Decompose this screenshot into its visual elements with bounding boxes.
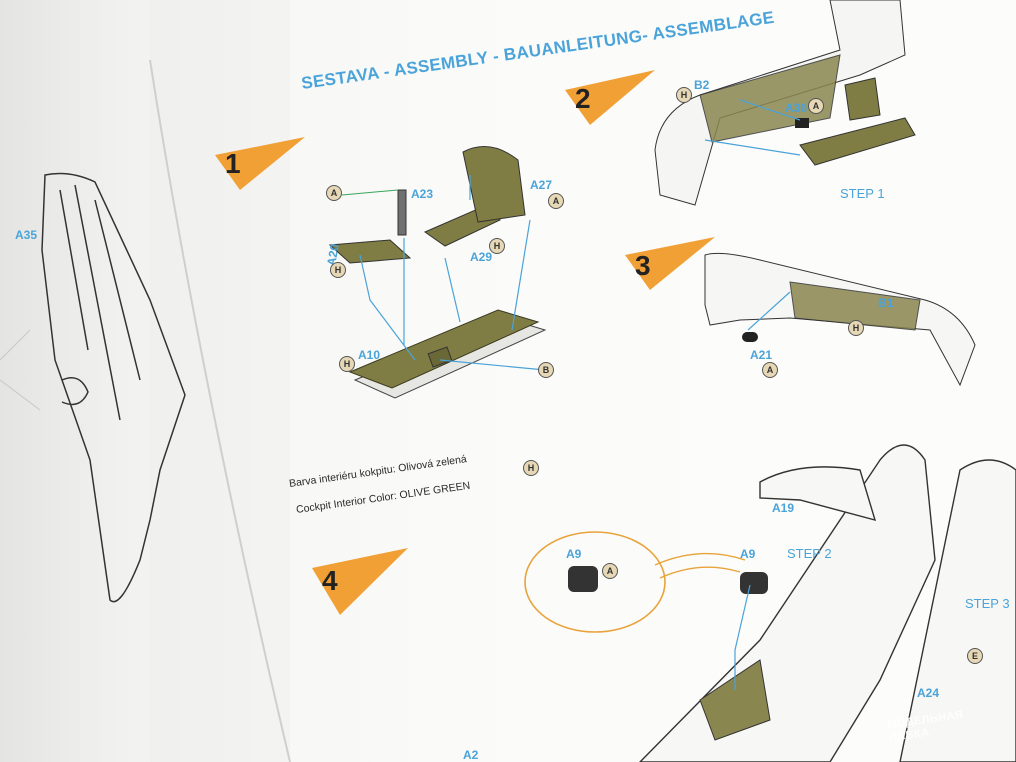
paint-code-h-badge: H: [523, 460, 539, 476]
paint-code-a-badge: A: [326, 185, 342, 201]
aircraft-wing-outline: [41, 172, 186, 603]
paint-code-a-badge: A: [808, 98, 824, 114]
part-a24: A24: [917, 686, 940, 700]
part-a19: A19: [772, 501, 795, 515]
paint-code-h-badge: H: [489, 238, 505, 254]
part-a35: A35: [15, 228, 38, 242]
paint-code-b-badge: B: [538, 362, 554, 378]
part-a27: A27: [530, 178, 553, 192]
step1-ref: STEP 1: [840, 186, 885, 201]
step-number-1: 1: [225, 148, 241, 179]
step2-ref: STEP 2: [787, 546, 832, 561]
step3-ref: STEP 3: [965, 596, 1010, 611]
part-b2: B2: [694, 78, 710, 92]
paint-code-h-badge: H: [330, 262, 346, 278]
part-a2: A2: [463, 748, 479, 762]
paint-code-h-badge: H: [848, 320, 864, 336]
part-a23: A23: [411, 187, 434, 201]
step1-assembly: [328, 146, 547, 399]
part-a10: A10: [358, 348, 381, 362]
paint-code-a-badge: A: [548, 193, 564, 209]
part-a29: A29: [470, 250, 493, 264]
part-a21: A21: [750, 348, 773, 362]
paint-code-e-badge: E: [967, 648, 983, 664]
fuselage-assembly: [639, 444, 1016, 762]
part-a9-left: A9: [566, 547, 582, 561]
paint-code-h-badge: H: [339, 356, 355, 372]
step-number-4: 4: [322, 565, 338, 596]
paint-code-h-badge: H: [676, 87, 692, 103]
step-number-2: 2: [575, 83, 591, 114]
paint-code-a-badge: A: [602, 563, 618, 579]
step2-assembly: [654, 0, 916, 206]
step-markers: [215, 70, 715, 615]
step3-assembly: [704, 252, 976, 387]
paint-code-a-badge: A: [762, 362, 778, 378]
part-b1: B1: [878, 296, 894, 310]
part-a9-right: A9: [740, 547, 756, 561]
step-number-3: 3: [635, 250, 651, 281]
part-a36: A36: [785, 101, 808, 115]
